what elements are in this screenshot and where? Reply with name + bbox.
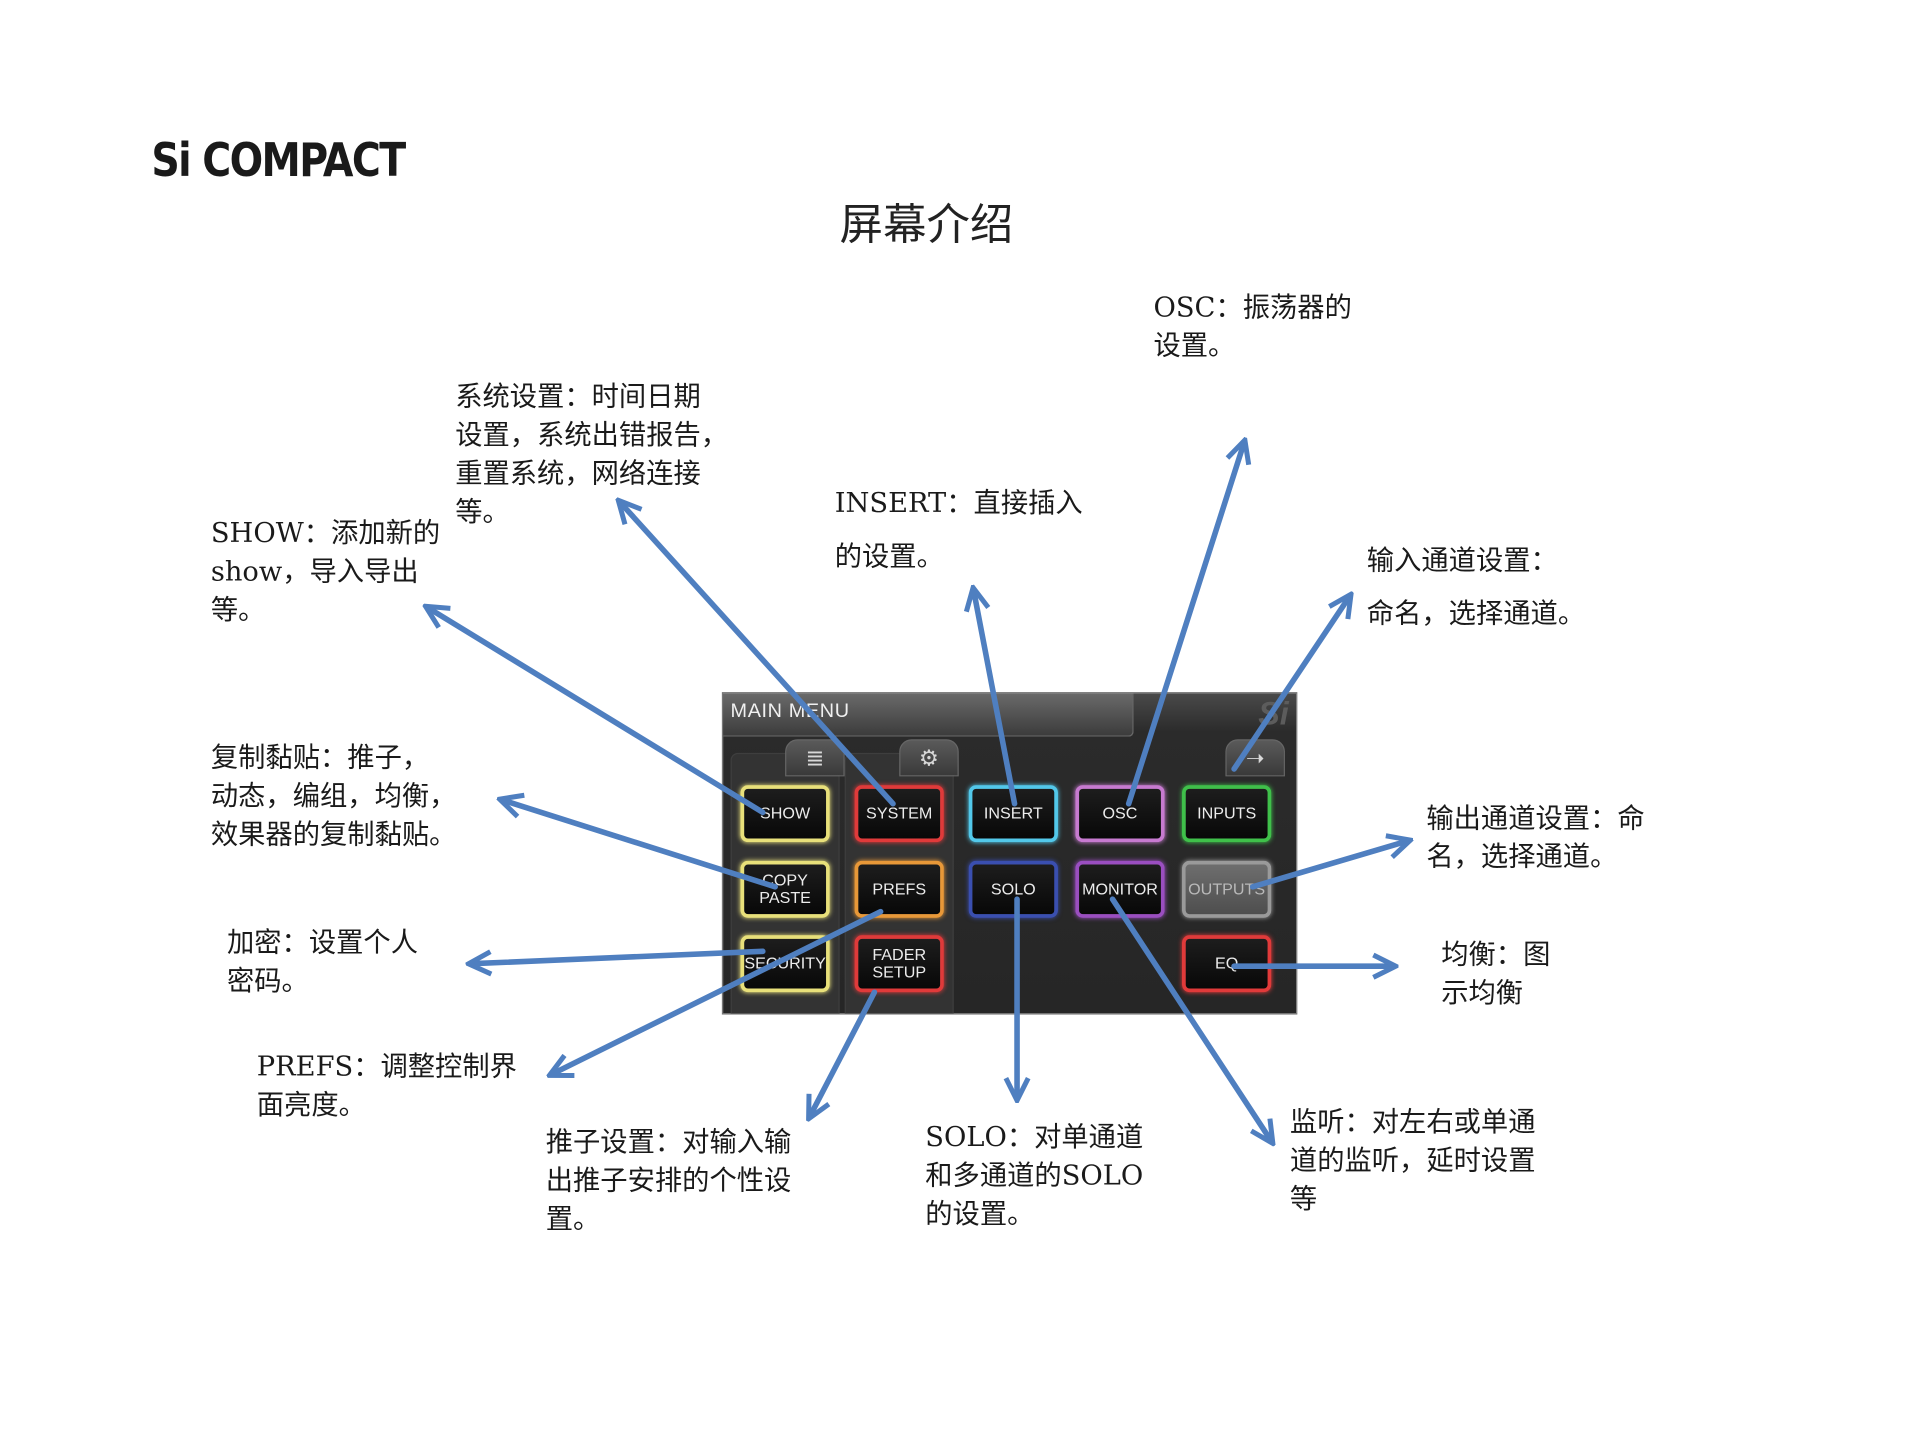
- system-tab[interactable]: ⚙: [899, 739, 959, 777]
- brand-logo: Si COMPACT: [151, 133, 406, 188]
- annotation-copy-paste: 复制黏贴：推子， 动态，编组，均衡， 效果器的复制黏贴。: [210, 742, 457, 851]
- outputs-button-label: OUTPUTS: [1188, 879, 1266, 898]
- annotation-insert: INSERT：直接插入 的设置。: [834, 488, 1083, 574]
- prefs-button[interactable]: PREFS: [854, 860, 944, 918]
- annotation-show: SHOW：添加新的 show，导入导出 等。: [210, 518, 441, 627]
- screen-header: MAIN MENU: [723, 693, 1134, 737]
- annotation-osc: OSC：振荡器的 设置。: [1153, 292, 1352, 363]
- arrow-security: [471, 948, 766, 963]
- fader-setup-button[interactable]: FADER SETUP: [854, 935, 944, 993]
- inputs-button[interactable]: INPUTS: [1182, 785, 1272, 843]
- monitor-button-label: MONITOR: [1082, 879, 1158, 898]
- insert-button[interactable]: INSERT: [968, 785, 1058, 843]
- solo-button-label: SOLO: [990, 879, 1036, 898]
- system-button-label: SYSTEM: [866, 803, 933, 823]
- outputs-button[interactable]: OUTPUTS: [1182, 860, 1272, 918]
- page-title: 屏幕介绍: [839, 200, 1014, 251]
- show-button-label: SHOW: [760, 803, 811, 823]
- arrow-osc: [1125, 443, 1244, 807]
- fader-setup-button-label: FADER SETUP: [872, 945, 927, 982]
- arrow-outputs: [1249, 841, 1408, 890]
- prefs-button-label: PREFS: [872, 879, 927, 898]
- annotation-system: 系统设置：时间日期 设置，系统出错报告， 重置系统，网络连接 等。: [455, 382, 729, 529]
- arrow-insert: [974, 590, 1018, 807]
- arrow-prefs: [552, 908, 884, 1074]
- screen-title: MAIN MENU: [730, 700, 850, 722]
- system-button[interactable]: SYSTEM: [854, 785, 944, 843]
- arrow-right-icon: ➝: [1245, 744, 1265, 771]
- annotation-eq: 均衡：图 示均衡: [1441, 940, 1551, 1010]
- show-tab[interactable]: ≣: [785, 739, 845, 777]
- osc-button[interactable]: OSC: [1075, 785, 1165, 843]
- arrow-inputs: [1231, 597, 1349, 772]
- arrow-show: [428, 608, 766, 816]
- arrow-monitor: [1109, 896, 1272, 1141]
- annotation-outputs: 输出通道设置：命 名，选择通道。: [1426, 803, 1645, 874]
- annotation-monitor: 监听：对左右或单通 道的监听，延时设置 等: [1289, 1107, 1536, 1216]
- osc-button-label: OSC: [1102, 803, 1138, 823]
- annotation-prefs: PREFS：调整控制界 面亮度。: [256, 1051, 517, 1122]
- arrow-copy-paste: [502, 800, 778, 890]
- arrow-fader-setup: [810, 989, 878, 1116]
- security-button[interactable]: SECURITY: [740, 935, 830, 993]
- annotation-fader-setup: 推子设置：对输入输 出推子安排的个性设 置。: [545, 1127, 792, 1236]
- insert-button-label: INSERT: [983, 803, 1043, 823]
- annotation-solo: SOLO：对单通道 和多通道的SOLO 的设置。: [925, 1122, 1144, 1231]
- copy-paste-button[interactable]: COPY PASTE: [740, 860, 830, 918]
- show-button[interactable]: SHOW: [740, 785, 830, 843]
- annotation-inputs: 输入通道设置： 命名，选择通道。: [1366, 545, 1586, 631]
- gear-icon: ⚙: [918, 744, 939, 771]
- inputs-button-label: INPUTS: [1197, 803, 1257, 823]
- main-menu-screen: MAIN MENU Si ≣ ⚙ ➝ SHOW SYSTEM INSERT OS…: [721, 692, 1298, 1015]
- annotation-security: 加密：设置个人 密码。: [226, 927, 419, 998]
- solo-button[interactable]: SOLO: [968, 860, 1058, 918]
- arrow-system: [620, 502, 896, 807]
- list-icon: ≣: [805, 744, 825, 771]
